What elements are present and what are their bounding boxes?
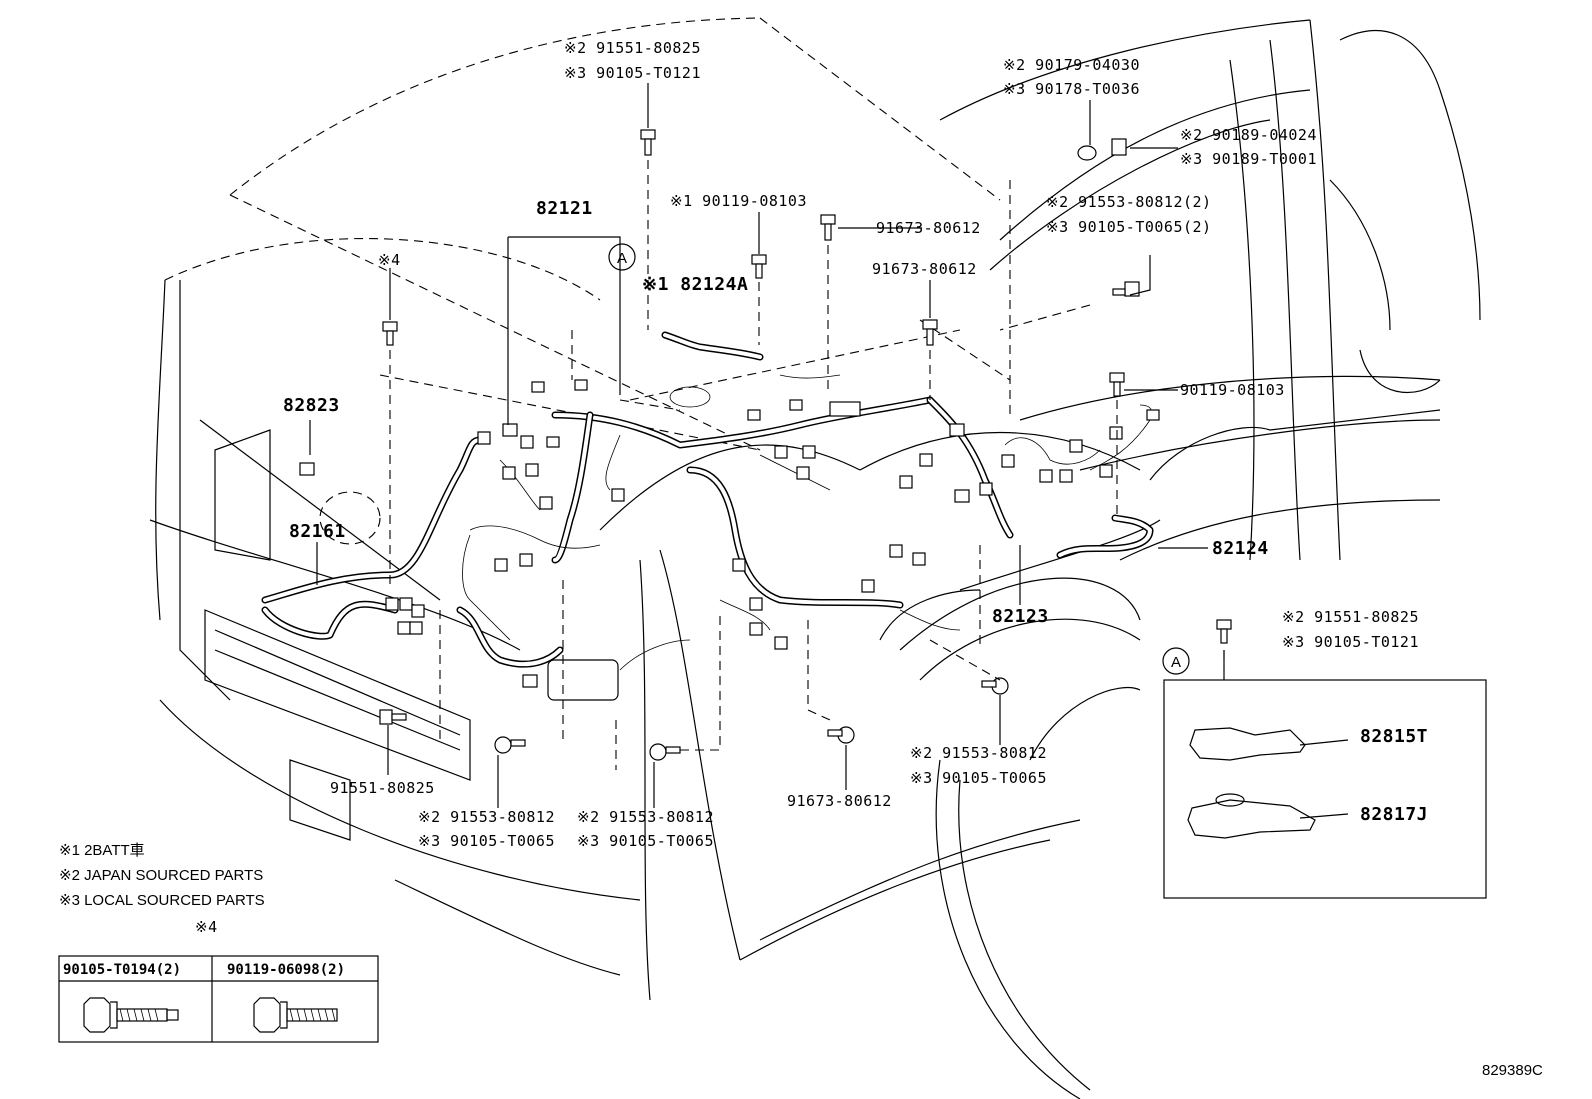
bolt-90105-T0194-icon — [83, 997, 179, 1033]
detail-a-inset-marker: A — [1171, 654, 1181, 671]
label-91553-80812-lower-a: ※2 91553-80812 — [418, 808, 555, 826]
bolt-91553-lower-a — [494, 736, 526, 754]
bolt-detail-a — [1216, 619, 1232, 644]
detail-a-marker: A — [617, 250, 627, 267]
bolt-91673-b — [922, 319, 938, 346]
part-labels: ※2 91551-80825 ※3 90105-T0121 82121 ※1 9… — [283, 39, 1428, 850]
label-82121: 82121 — [536, 198, 593, 219]
label-82123: 82123 — [992, 606, 1049, 627]
legend-note-1: ※1 2BATT車 — [59, 842, 145, 859]
label-90105-T0121-detail: ※3 90105-T0121 — [1282, 633, 1419, 651]
wiring-harness — [261, 331, 1154, 671]
label-91673-80612-a: 91673-80612 — [876, 219, 981, 237]
bolt-x4 — [382, 321, 398, 346]
label-90105-T0121-top: ※3 90105-T0121 — [564, 64, 701, 82]
label-91673-80612-lower: 91673-80612 — [787, 792, 892, 810]
vehicle-body-outline — [149, 17, 1481, 1099]
bolt-91551-lower — [379, 709, 407, 725]
label-x4-top: ※4 — [378, 251, 401, 269]
label-90179-04030: ※2 90179-04030 — [1003, 56, 1140, 74]
table-col-1-header: 90105-T0194(2) — [63, 962, 181, 978]
label-91551-80825-lower: 91551-80825 — [330, 779, 435, 797]
legend-note-3: ※3 LOCAL SOURCED PARTS — [59, 892, 265, 909]
nut-90179 — [1077, 145, 1097, 161]
label-91553-80812-lower-b: ※2 91553-80812 — [577, 808, 714, 826]
label-91551-80825-detail: ※2 91551-80825 — [1282, 608, 1419, 626]
legend: ※1 2BATT車 ※2 JAPAN SOURCED PARTS ※3 LOCA… — [59, 842, 265, 909]
bolt-91553-lower-c — [981, 677, 1009, 695]
label-82124: 82124 — [1212, 538, 1269, 559]
x4-bolt-table: ※4 90105-T0194(2) 90119-06098(2) — [58, 918, 379, 1043]
label-90105-T0065-lower-b: ※3 90105-T0065 — [577, 832, 714, 850]
legend-note-2: ※2 JAPAN SOURCED PARTS — [59, 867, 263, 884]
diagram-id: 829389C — [1482, 1062, 1543, 1079]
label-90119-08103-top: ※1 90119-08103 — [670, 192, 807, 210]
label-82815T: 82815T — [1360, 726, 1428, 747]
bolt-91673-lower — [827, 726, 855, 744]
bolt-91673-a — [820, 214, 836, 241]
label-82161: 82161 — [289, 521, 346, 542]
bolt-91551-top — [640, 129, 656, 156]
detail-a-inset: A — [1162, 647, 1487, 899]
label-90189-04024: ※2 90189-04024 — [1180, 126, 1317, 144]
label-90105-T0065-lower-a: ※3 90105-T0065 — [418, 832, 555, 850]
bolt-90119-top — [751, 254, 767, 279]
bolt-91553-right — [1112, 281, 1140, 297]
label-90105-T0065-lower-c: ※3 90105-T0065 — [910, 769, 1047, 787]
label-82823: 82823 — [283, 395, 340, 416]
label-90105-T0065-2: ※3 90105-T0065(2) — [1046, 218, 1212, 236]
leader-lines — [309, 83, 1349, 819]
label-90119-08103-right: 90119-08103 — [1180, 381, 1285, 399]
label-91553-80812-lower-c: ※2 91553-80812 — [910, 744, 1047, 762]
label-91673-80612-b: 91673-80612 — [872, 260, 977, 278]
label-82817J: 82817J — [1360, 804, 1428, 825]
label-82124A: ※1 82124A — [642, 274, 748, 295]
bolts — [379, 129, 1232, 761]
label-90178-T0036: ※3 90178-T0036 — [1003, 80, 1140, 98]
label-91551-80825-top: ※2 91551-80825 — [564, 39, 701, 57]
nut-90189 — [1111, 138, 1127, 156]
label-91553-80812-2: ※2 91553-80812(2) — [1046, 193, 1212, 211]
table-mark: ※4 — [195, 918, 218, 936]
bolt-90119-06098-icon — [253, 997, 338, 1033]
bolt-91553-lower-b — [649, 743, 681, 761]
bolt-90119-right — [1109, 372, 1125, 397]
detail-a-callout: A — [608, 243, 636, 271]
harness-connectors — [299, 379, 1160, 701]
label-90189-T0001: ※3 90189-T0001 — [1180, 150, 1317, 168]
table-col-2-header: 90119-06098(2) — [227, 962, 345, 978]
